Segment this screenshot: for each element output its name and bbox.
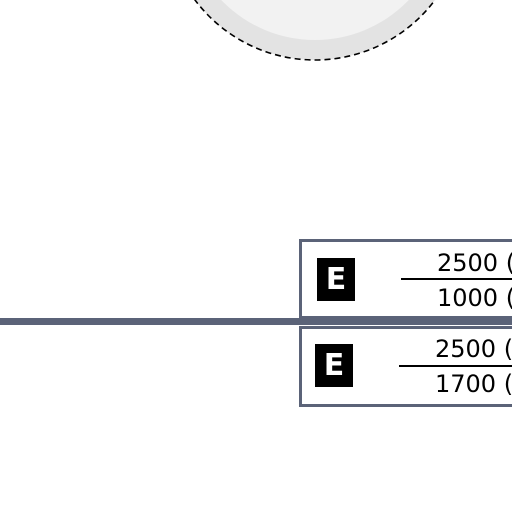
upper-altitude-label: 2500 ( bbox=[435, 335, 512, 363]
altitude-divider-line bbox=[401, 278, 512, 280]
airspace-class-badge: E bbox=[315, 344, 353, 387]
altitude-divider-line bbox=[399, 365, 512, 367]
lower-altitude-label: 1000 ( bbox=[437, 284, 512, 312]
upper-altitude-label: 2500 ( bbox=[437, 249, 512, 277]
circular-zone bbox=[194, 0, 436, 61]
airspace-block-upper: E 2500 ( 1000 ( bbox=[299, 239, 512, 319]
circular-zone-fill bbox=[221, 0, 409, 40]
lower-altitude-label: 1700 ( bbox=[435, 370, 512, 398]
route-line bbox=[0, 318, 512, 325]
airspace-class-badge: E bbox=[317, 258, 355, 301]
airspace-block-lower: E 2500 ( 1700 ( bbox=[299, 326, 512, 407]
circular-zone-dashed-outline bbox=[194, 0, 436, 61]
